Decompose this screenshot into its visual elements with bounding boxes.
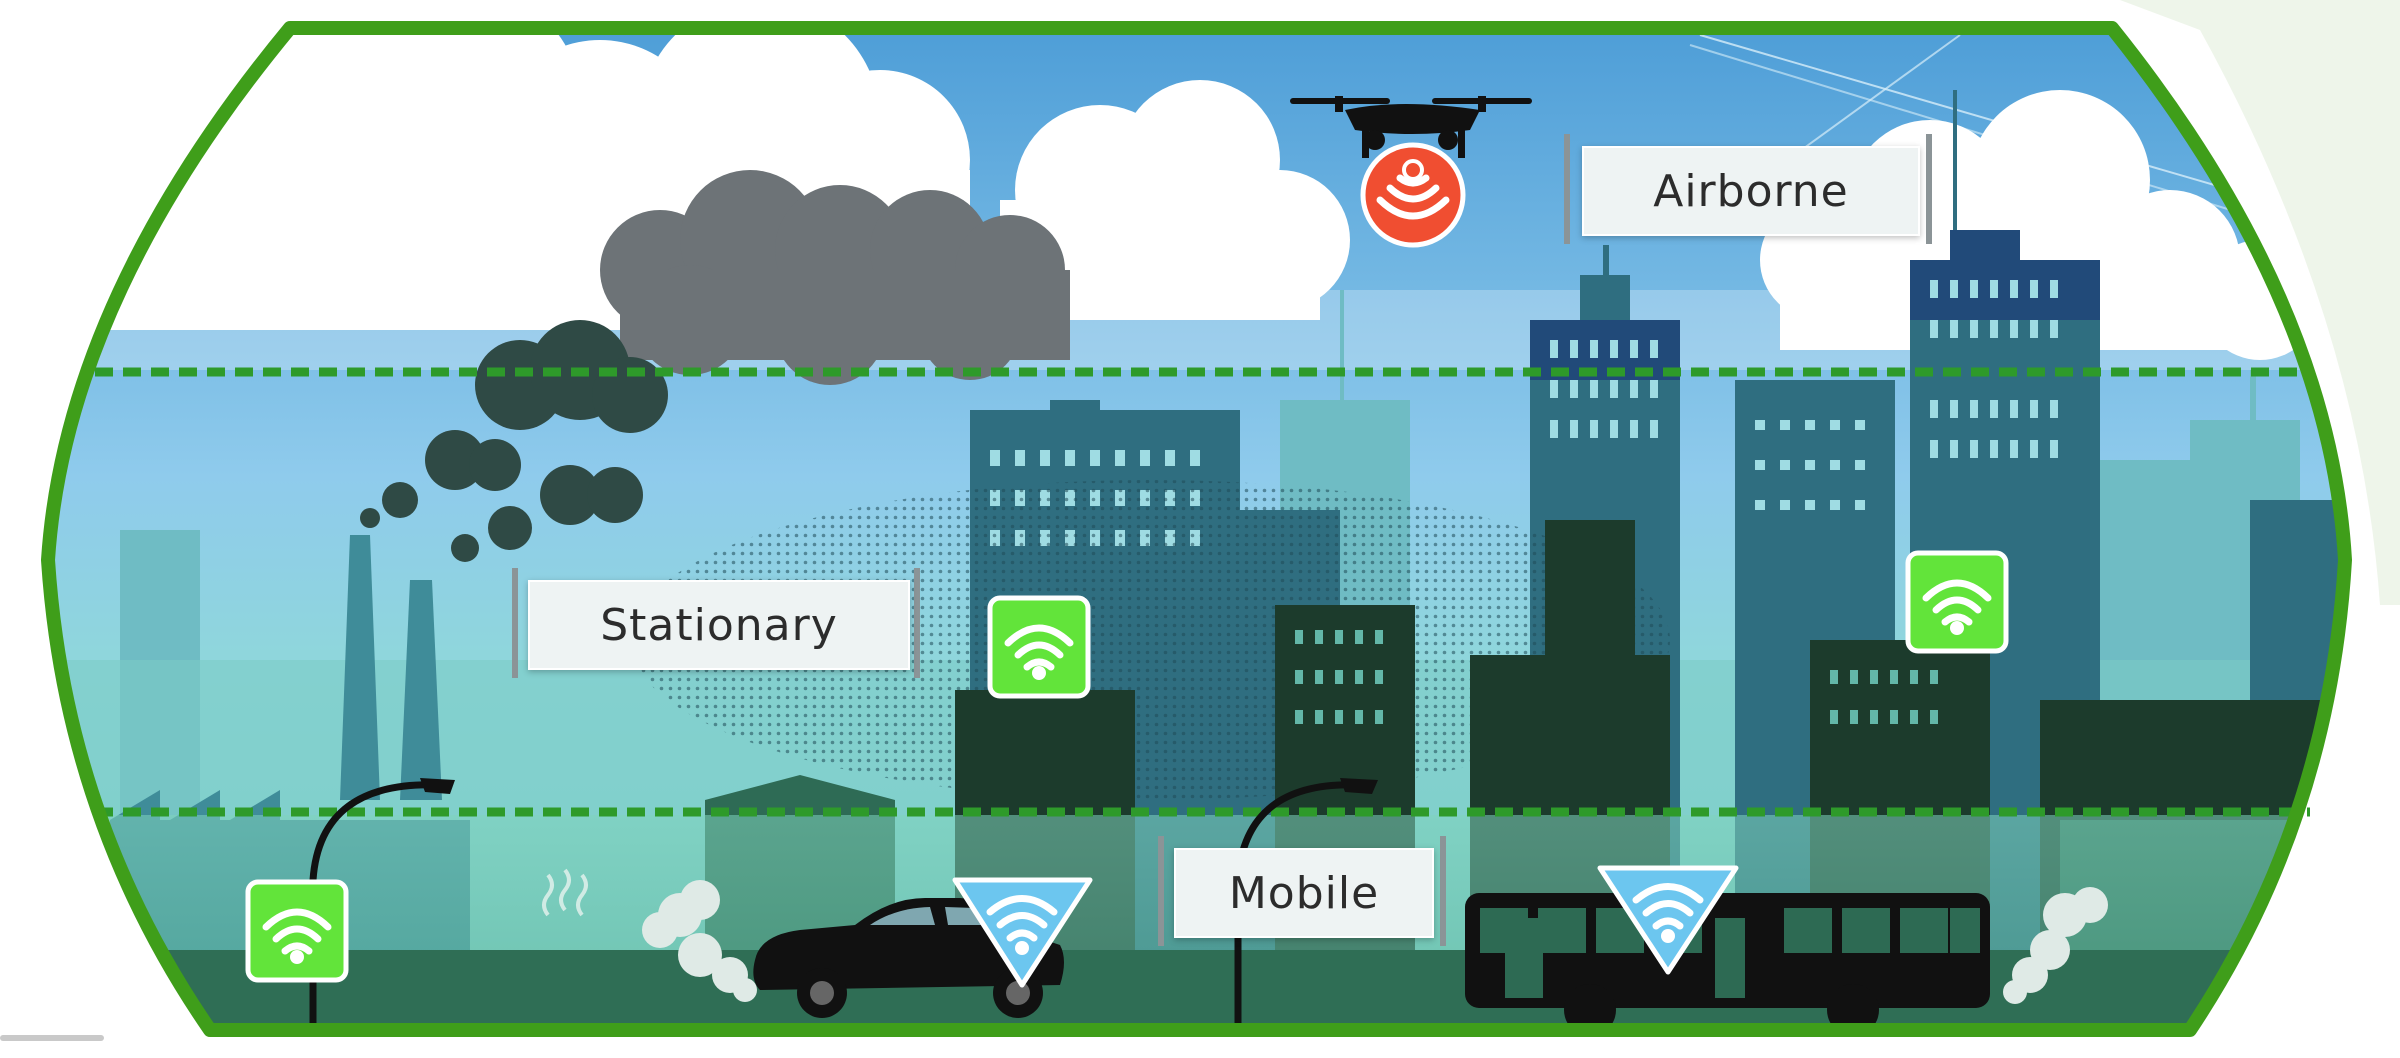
drone-icon bbox=[1290, 96, 1532, 158]
airborne-layer-label: Airborne bbox=[1582, 146, 1920, 236]
label-bracket bbox=[1926, 134, 1932, 244]
label-bracket bbox=[512, 568, 518, 678]
mobile-layer-label: Mobile bbox=[1174, 848, 1434, 938]
horizontal-scrollbar[interactable] bbox=[0, 1035, 104, 1041]
label-bracket bbox=[914, 568, 920, 678]
wifi-triangle-sensor-icon bbox=[952, 877, 1093, 988]
exhaust-smoke bbox=[642, 880, 2108, 1004]
wifi-triangle-sensor-icon bbox=[1597, 865, 1739, 975]
broadcast-sensor-icon bbox=[1360, 142, 1466, 248]
label-bracket bbox=[1158, 836, 1164, 946]
wifi-sensor-icon bbox=[987, 595, 1091, 699]
scene-frame bbox=[41, 21, 2352, 1037]
wifi-sensor-icon bbox=[1905, 550, 2009, 654]
label-bracket bbox=[1440, 836, 1446, 946]
label-bracket bbox=[1564, 134, 1570, 244]
wifi-sensor-icon bbox=[245, 879, 349, 983]
stationary-layer-label: Stationary bbox=[528, 580, 910, 670]
